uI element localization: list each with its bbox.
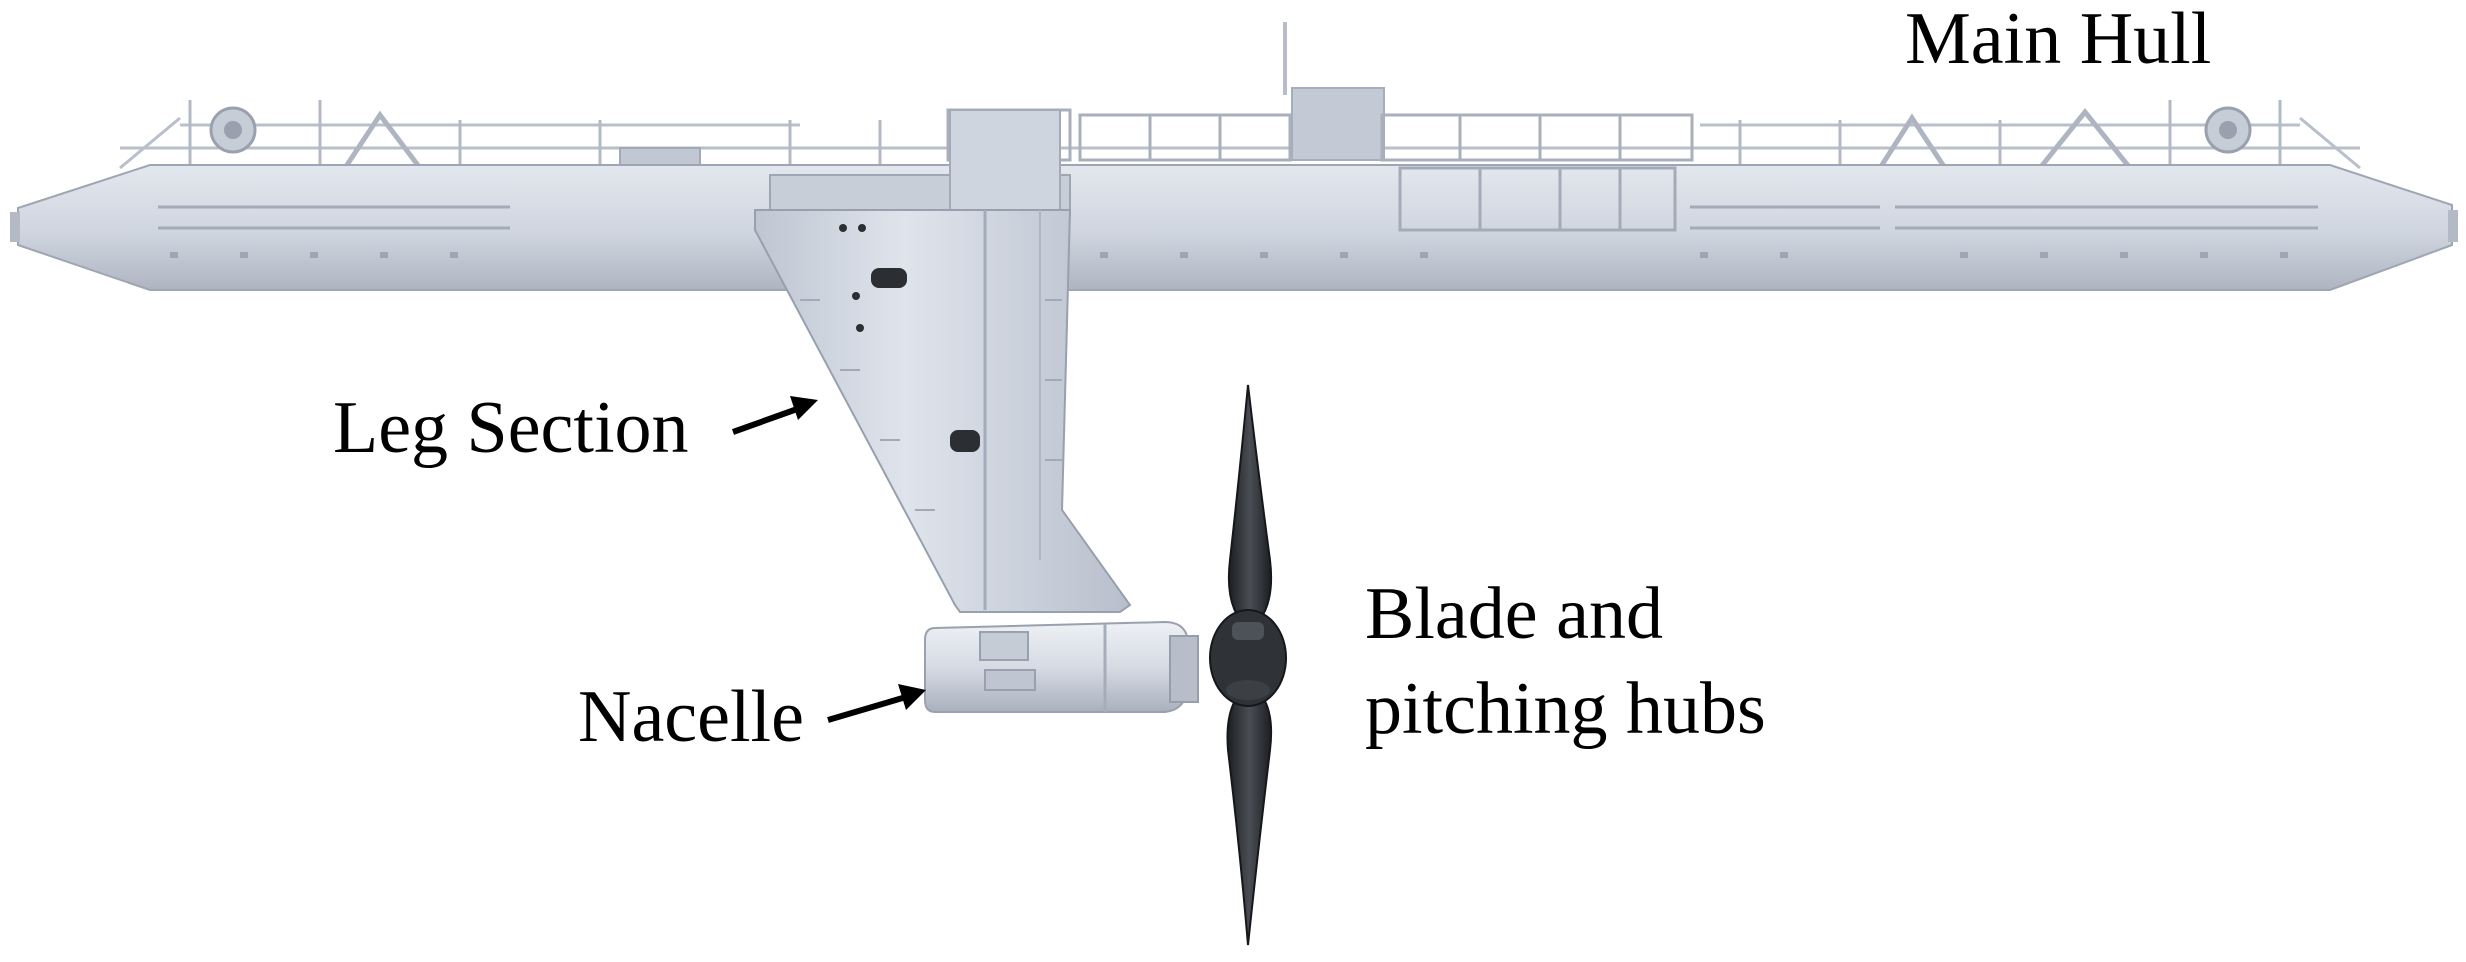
main-hull [10, 22, 2458, 291]
deckhouse [1291, 87, 1385, 161]
nacelle-label: Nacelle [578, 676, 804, 758]
blade-label-line2: pitching hubs [1365, 668, 1766, 750]
a-frames [342, 108, 2132, 170]
pitching-hub [1209, 609, 1287, 707]
main-hull-label: Main Hull [1905, 0, 2212, 80]
railing-frames [946, 108, 1694, 162]
leg-ribs [800, 299, 1062, 511]
stanchions [188, 100, 2282, 168]
leg-section-arrow [731, 396, 818, 435]
blade-label-line1: Blade and [1365, 573, 1663, 655]
hull-panels [158, 166, 2318, 232]
nacelle [924, 620, 1199, 713]
winch-right [2204, 106, 2252, 154]
hull-body [17, 164, 2453, 291]
nacelle-arrow [827, 684, 926, 723]
rotor-blades [1226, 384, 1273, 946]
leg-section-label: Leg Section [333, 387, 689, 469]
winch-left [209, 106, 257, 154]
leg-section [754, 109, 1132, 613]
hull-bolts [170, 252, 2288, 258]
